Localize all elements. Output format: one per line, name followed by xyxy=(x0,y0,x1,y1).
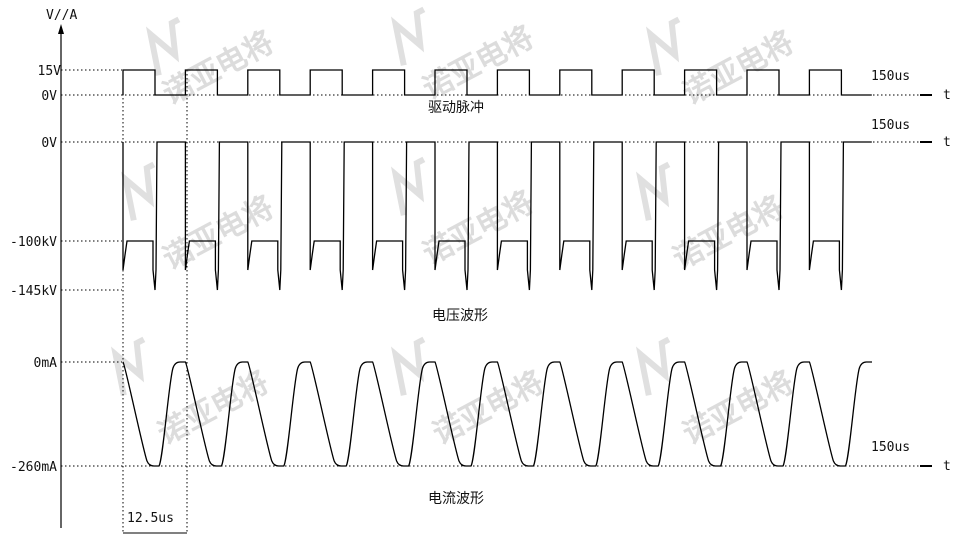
period-label-voltage: 150us xyxy=(871,118,910,133)
time-label-voltage: t xyxy=(943,135,951,150)
watermark-logo-icon xyxy=(110,336,146,396)
y-axis-unit-label: V//A xyxy=(46,8,77,23)
caption-voltage-waveform: 电压波形 xyxy=(432,308,488,324)
dimension-label-pulse-width: 12.5us xyxy=(127,511,174,526)
level-label-15v: 15V xyxy=(38,64,62,79)
current-waveform xyxy=(122,361,872,467)
period-label-drive: 150us xyxy=(871,69,910,84)
level-label-100kv: -100kV xyxy=(10,235,57,250)
caption-drive-pulse: 驱动脉冲 xyxy=(428,100,484,116)
watermark-logo-icon xyxy=(635,161,671,221)
level-label-voltage-0v: 0V xyxy=(41,136,57,151)
level-label-260ma: -260mA xyxy=(10,460,57,475)
y-axis-arrow-icon xyxy=(58,24,64,34)
watermark-logo-icon xyxy=(390,6,426,66)
caption-current-waveform: 电流波形 xyxy=(428,491,484,507)
watermark-logo-icon xyxy=(390,336,426,396)
drive-pulse-waveform xyxy=(122,69,872,96)
level-label-0ma: 0mA xyxy=(34,356,58,371)
watermark-logo-icon xyxy=(390,156,426,216)
level-label-145kv: -145kV xyxy=(10,284,57,299)
period-label-current: 150us xyxy=(871,440,910,455)
reference-lines xyxy=(61,69,920,533)
watermark-logo-icon xyxy=(645,16,681,76)
watermark-logo-icon xyxy=(635,336,671,396)
level-label-drive-0v: 0V xyxy=(41,89,57,104)
watermark-text: 诺亚电将 xyxy=(417,20,539,107)
watermark-logo-icon xyxy=(145,16,181,76)
watermark-logo-icon xyxy=(120,161,156,221)
watermark-text: 诺亚电将 xyxy=(417,185,539,272)
watermark-layer: 诺亚电将 诺亚电将 诺亚电将 诺亚电将 诺亚电将 诺亚电将 诺亚电将 诺亚电将 xyxy=(110,6,800,452)
watermark-text: 诺亚电将 xyxy=(677,25,799,112)
voltage-waveform xyxy=(122,141,872,291)
time-label-drive: t xyxy=(943,88,951,103)
time-label-current: t xyxy=(943,459,951,474)
